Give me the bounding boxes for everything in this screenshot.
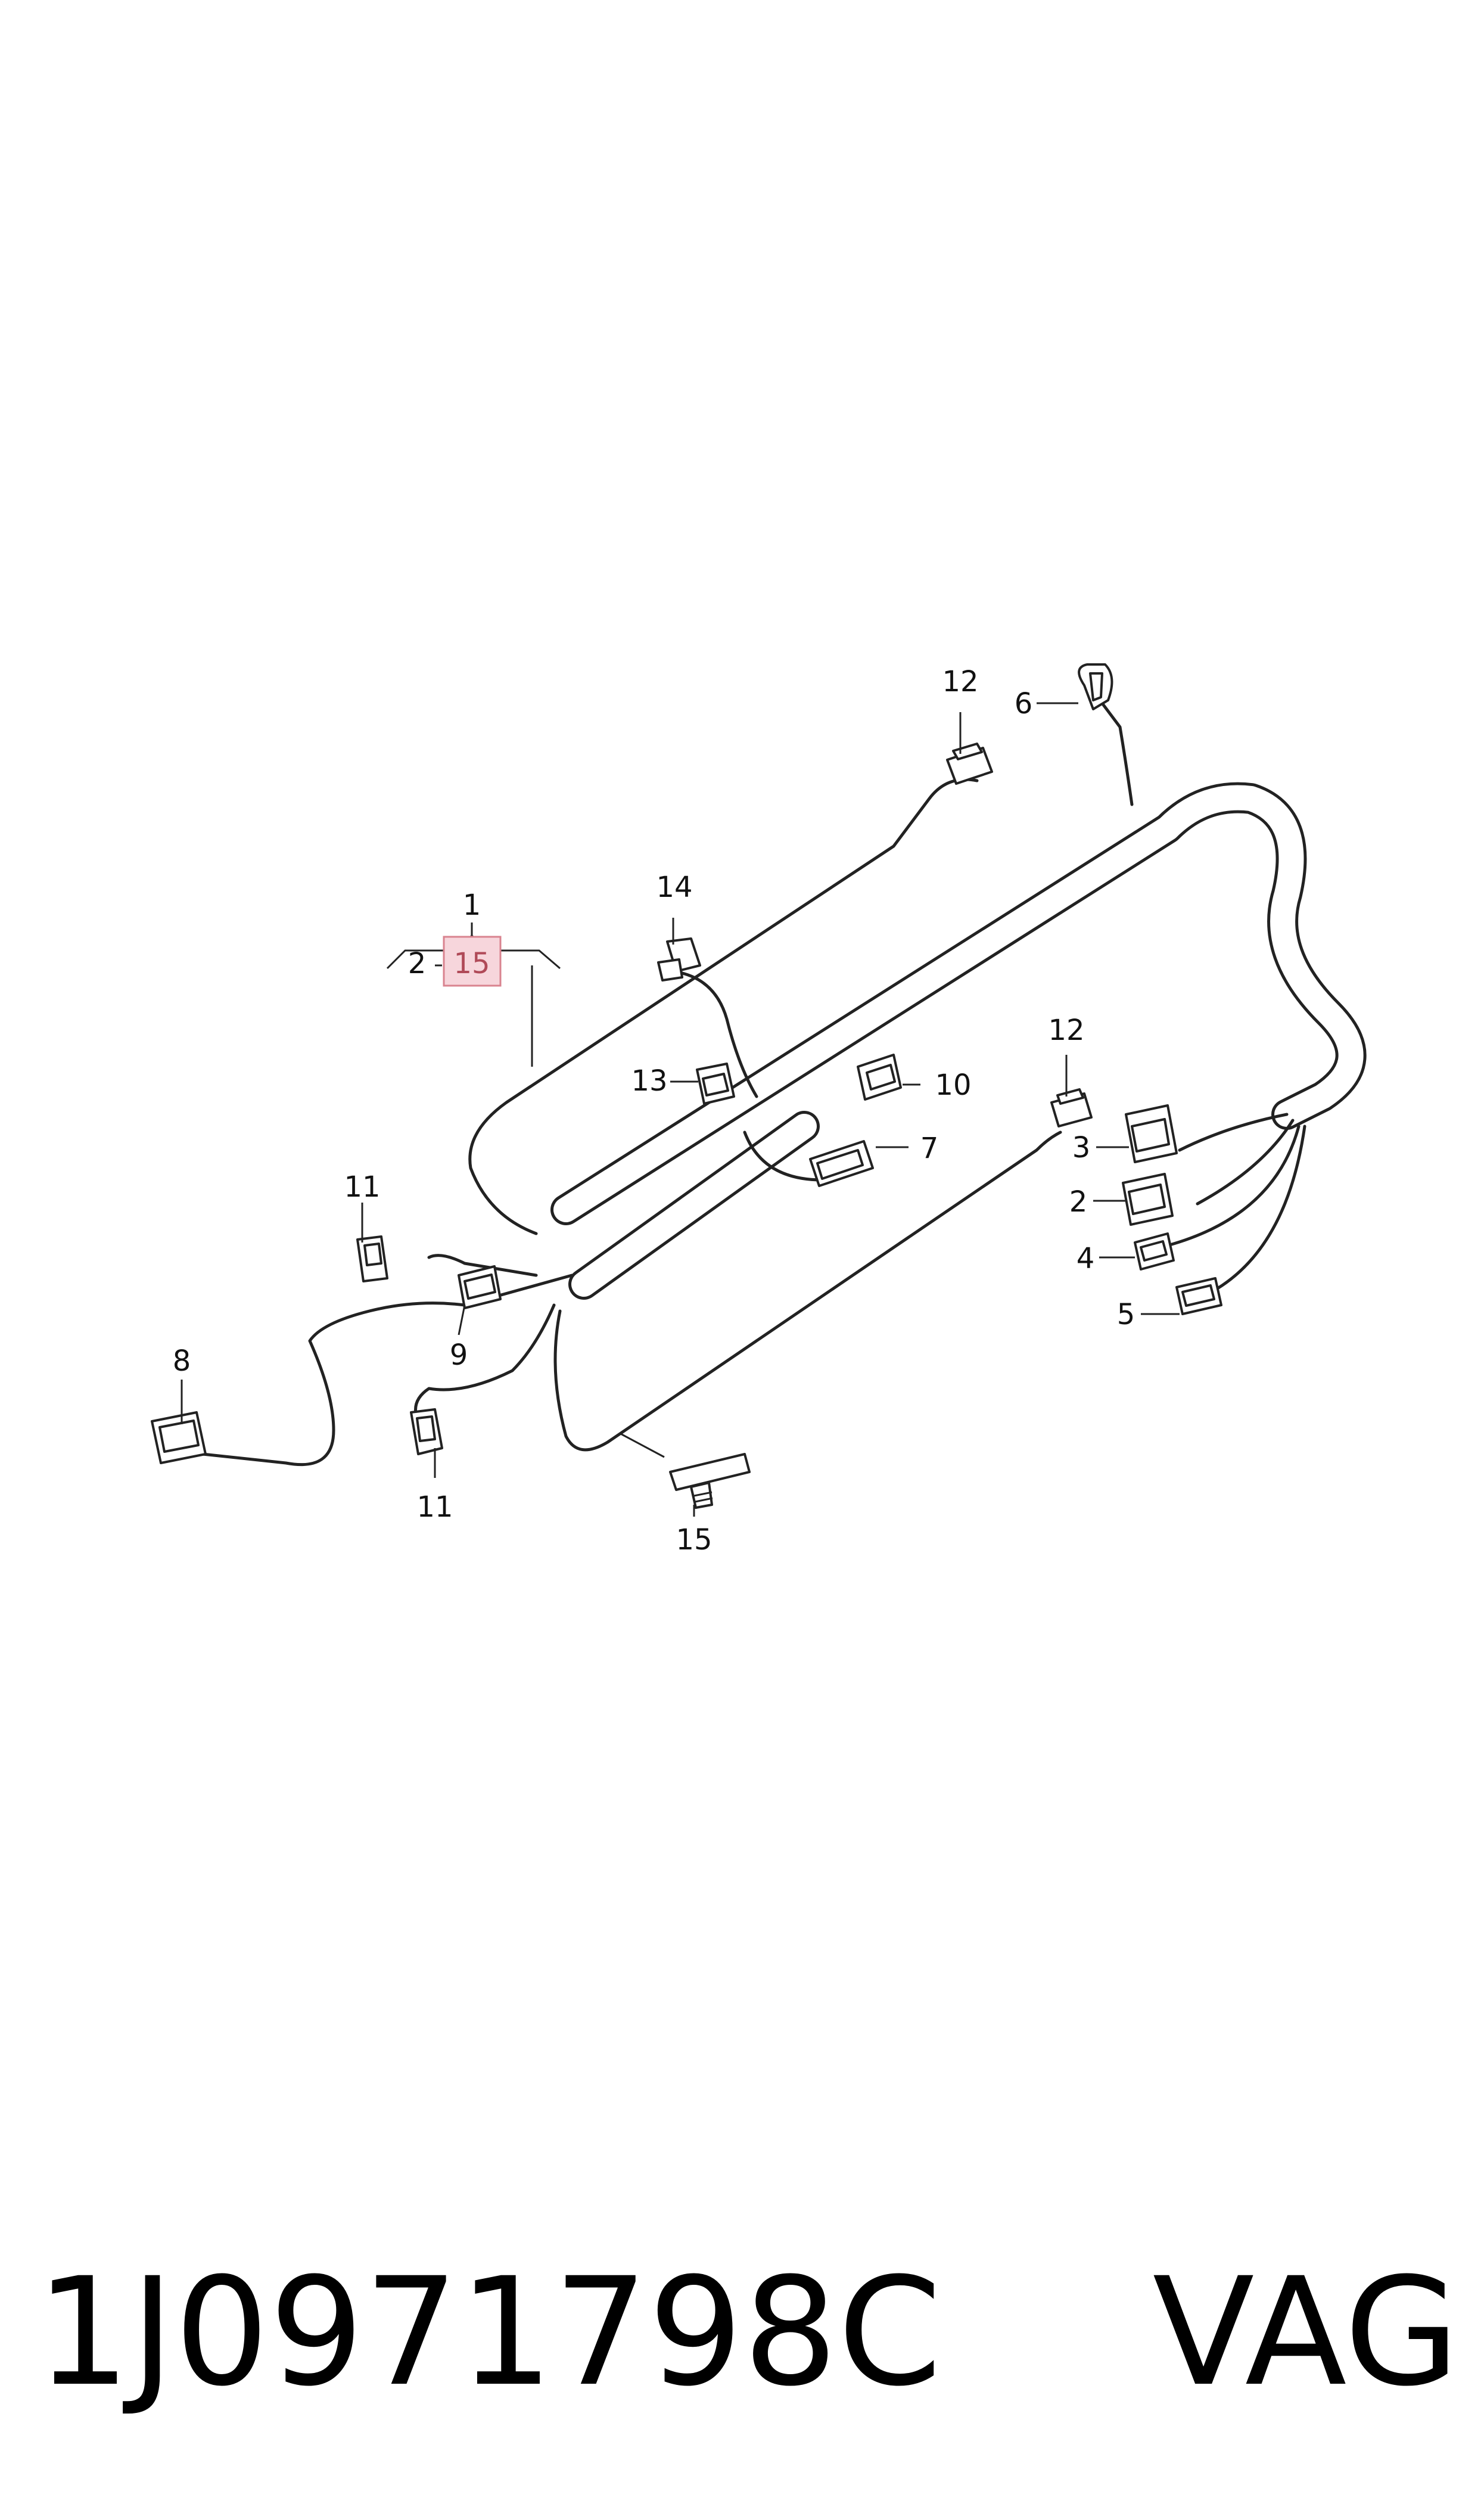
callout-7: 7 — [920, 1132, 939, 1165]
callout-1: 1 — [463, 889, 481, 922]
clip-11-top-part — [356, 1235, 388, 1282]
callout-2-left: 2 — [408, 947, 427, 980]
highlight-box[interactable] — [443, 936, 502, 987]
callout-9: 9 — [450, 1338, 468, 1372]
callout-11-bottom: 11 — [416, 1490, 453, 1524]
callout-15-bottom: 15 — [676, 1523, 712, 1557]
leader-lines — [181, 702, 1180, 1517]
clip-11-bottom-part — [410, 1408, 443, 1455]
clip-12-top-part — [946, 743, 993, 785]
callout-14: 14 — [656, 871, 692, 904]
callout-10: 10 — [935, 1069, 971, 1102]
callout-15-highlighted[interactable]: 15 — [453, 947, 490, 980]
part-number: 1J0971798C — [36, 2245, 942, 2419]
clip-14-part — [657, 937, 701, 981]
callout-12-top: 12 — [942, 665, 978, 698]
clip-12-right-part — [1050, 1088, 1093, 1128]
connector-9-part — [458, 1265, 502, 1309]
connector-13-part — [696, 1063, 735, 1105]
callout-3: 3 — [1072, 1131, 1091, 1164]
harness-parts — [151, 663, 1222, 1509]
connector-4-part — [1134, 1232, 1175, 1271]
callout-11-top: 11 — [344, 1170, 380, 1204]
connector-6-part — [1078, 663, 1113, 710]
connector-8-part — [151, 1411, 207, 1464]
harness-wires — [177, 701, 1367, 1467]
connector-5-part — [1175, 1277, 1222, 1315]
callout-2-right: 2 — [1069, 1185, 1088, 1219]
connector-3-part — [1125, 1104, 1178, 1163]
callout-12-right: 12 — [1048, 1014, 1084, 1047]
callout-5: 5 — [1117, 1298, 1135, 1331]
clip-15-bottom-part — [669, 1453, 751, 1509]
connector-7-part — [809, 1140, 874, 1187]
callout-8: 8 — [173, 1344, 191, 1378]
footer: 1J0971798C VAG — [36, 2245, 1460, 2419]
callout-6: 6 — [1015, 687, 1033, 720]
brand-name: VAG — [1153, 2245, 1460, 2419]
callout-4: 4 — [1077, 1242, 1095, 1275]
connector-10-part — [857, 1054, 902, 1101]
callout-13: 13 — [631, 1064, 667, 1098]
connector-2-part — [1122, 1173, 1174, 1226]
callout-labels: 1 2 15 14 12 6 13 10 7 12 3 2 4 5 11 9 8… — [173, 665, 1135, 1557]
